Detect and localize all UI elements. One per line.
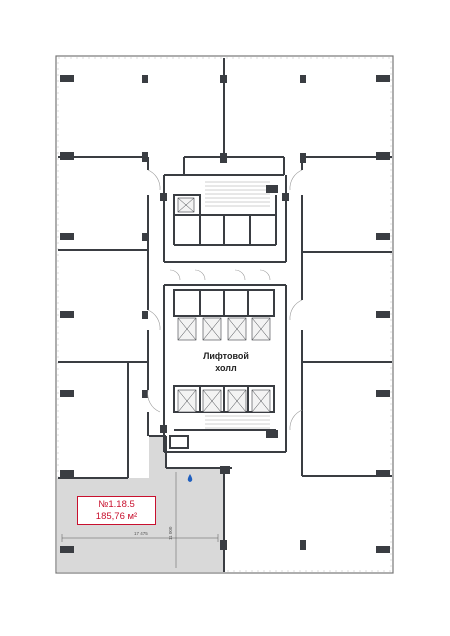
elevator-cabin-crosses	[177, 197, 271, 413]
width-dimension: 17 475	[134, 531, 148, 536]
walls	[58, 58, 392, 572]
entrance-marker-icon	[187, 474, 193, 482]
unit-number: №1.18.5	[98, 499, 135, 510]
columns	[60, 75, 390, 553]
dimension-lines	[61, 472, 219, 568]
stairs	[205, 181, 270, 429]
building-outline	[55, 55, 394, 574]
doors	[147, 169, 303, 431]
depth-dimension: 11 000	[168, 526, 173, 540]
hall-label-line2: холл	[215, 363, 237, 373]
elevator-hall-label: Лифтовой холл	[196, 350, 256, 374]
unit-area: 185,76 м²	[95, 511, 138, 522]
hall-label-line1: Лифтовой	[203, 351, 249, 361]
unit-label[interactable]: №1.18.5 185,76 м²	[77, 496, 156, 525]
